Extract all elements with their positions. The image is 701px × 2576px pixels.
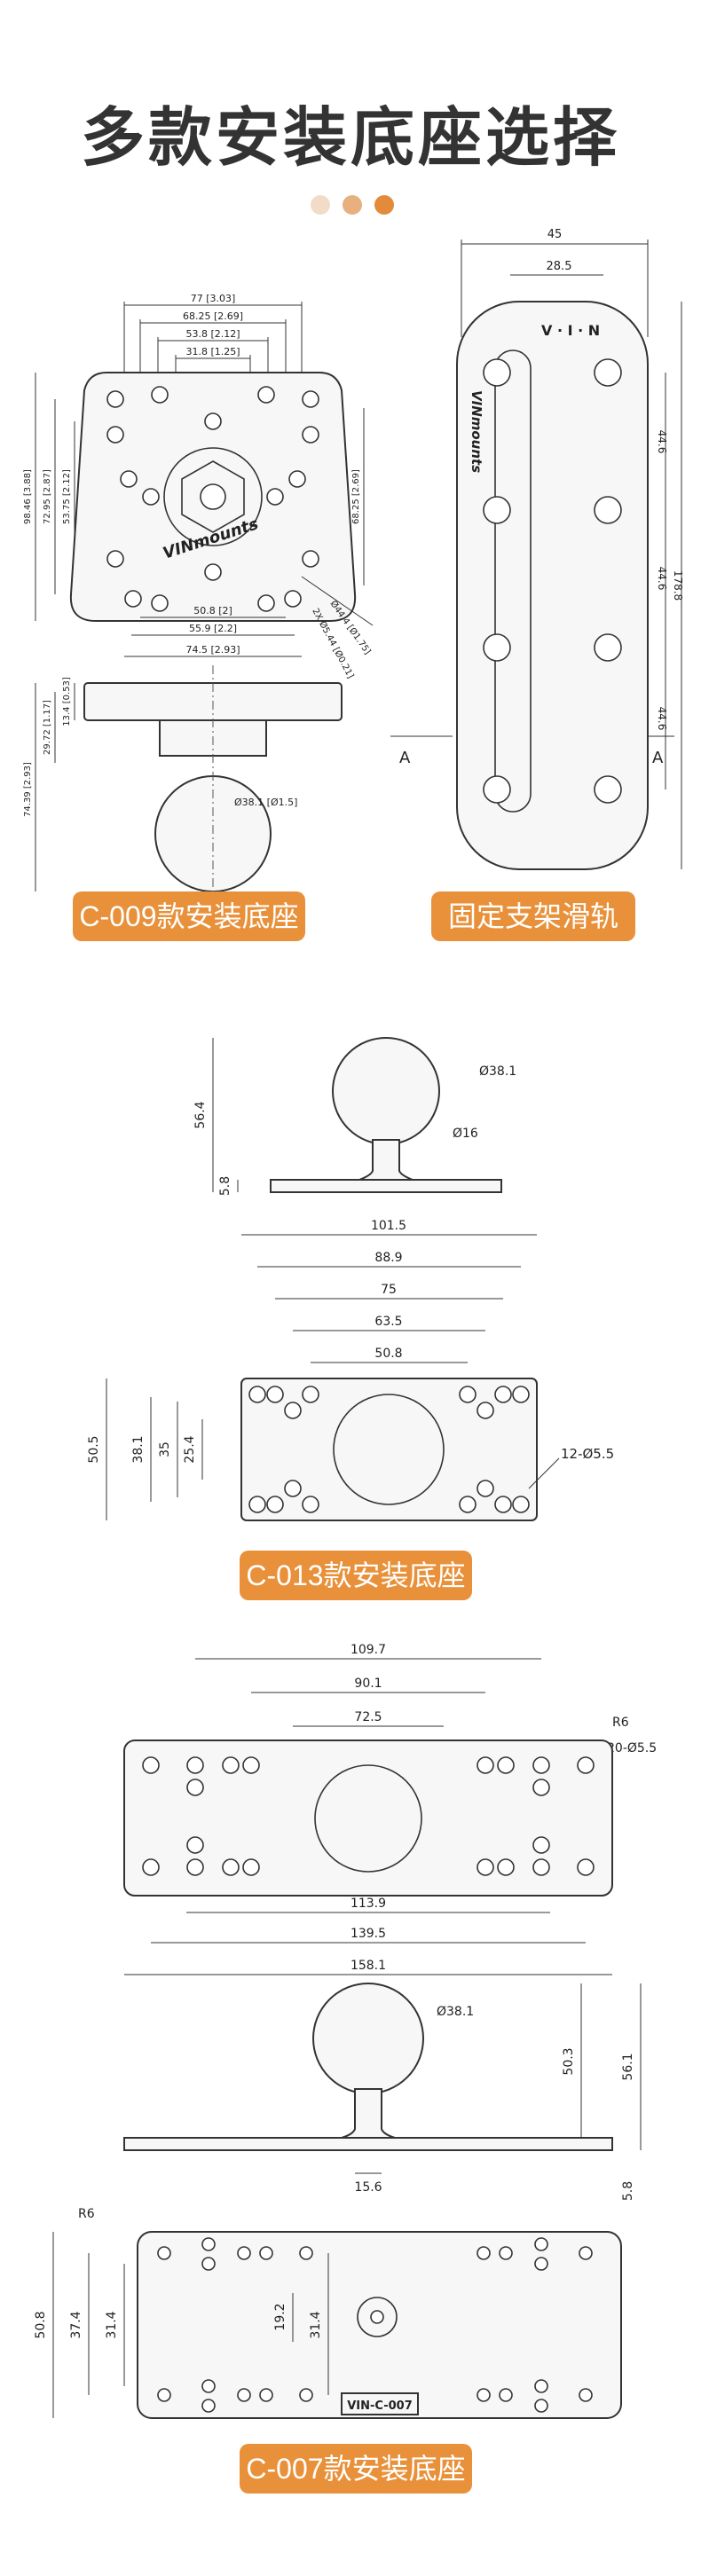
c007-bottom-holes bbox=[157, 2237, 593, 2413]
rail-badge: 固定支架滑轨 bbox=[431, 891, 635, 941]
rail-slot bbox=[494, 349, 532, 813]
c007-stem bbox=[341, 2088, 396, 2139]
dim-72-95: 72.95 [2.87] bbox=[43, 469, 52, 524]
c013-dim-12-holes: 12-Ø5.5 bbox=[561, 1446, 614, 1462]
c007-dim-37-4: 37.4 bbox=[69, 2311, 83, 2338]
c007-dim-31-4-right: 31.4 bbox=[309, 2311, 323, 2338]
c013-dim-75: 75 bbox=[381, 1283, 397, 1297]
c013-stem bbox=[358, 1139, 414, 1181]
c013-dim-38-1: Ø38.1 bbox=[479, 1064, 516, 1079]
dim-53-75: 53.75 [2.12] bbox=[62, 469, 72, 524]
c007-dim-109-7: 109.7 bbox=[350, 1643, 386, 1657]
rail-dim-44-6-a: 44.6 bbox=[656, 430, 668, 454]
c007-dim-r6: R6 bbox=[612, 1716, 629, 1730]
accent-dot-light bbox=[311, 195, 330, 215]
dim-13-4: 13.4 [0.53] bbox=[62, 677, 72, 726]
dim-50-8: 50.8 [2] bbox=[193, 605, 232, 617]
dim-68-25-right: 68.25 [2.69] bbox=[351, 469, 361, 524]
page-title: 多款安装底座选择 bbox=[80, 100, 620, 175]
c007-drawing: 109.7 90.1 72.5 R6 20-Ø5.5 113.9 139.5 1… bbox=[34, 1643, 657, 2419]
c007-dim-ball: Ø38.1 bbox=[437, 2005, 474, 2019]
c013-side-plate bbox=[270, 1179, 502, 1193]
c013-ball bbox=[332, 1037, 440, 1145]
c013-dim-16: Ø16 bbox=[453, 1127, 478, 1141]
rail-drawing: 45 28.5 V · I · N VINmounts 44.6 44.6 44… bbox=[390, 228, 683, 870]
dim-68-25-top: 68.25 [2.69] bbox=[183, 310, 243, 322]
rail-dim-44-6-b: 44.6 bbox=[656, 567, 668, 591]
c009-badge: C-009款安装底座 bbox=[73, 891, 305, 941]
accent-dots bbox=[311, 195, 399, 216]
c007-holes bbox=[142, 1756, 595, 1876]
c007-ball bbox=[312, 1983, 424, 2094]
c007-dim-19-2: 19.2 bbox=[273, 2303, 287, 2330]
rail-dim-178-8: 178.8 bbox=[672, 570, 683, 601]
c013-dim-88-9: 88.9 bbox=[374, 1251, 402, 1265]
c007-top-dims: 109.7 90.1 72.5 R6 20-Ø5.5 bbox=[195, 1643, 657, 1755]
c013-holes bbox=[248, 1386, 530, 1513]
c009-hex-nut bbox=[181, 460, 245, 533]
c013-dim-5-8: 5.8 bbox=[218, 1176, 232, 1196]
c013-dim-38-1-v: 38.1 bbox=[131, 1435, 146, 1463]
c007-stamp: VIN-C-007 bbox=[347, 2399, 413, 2413]
rail-section-right: A bbox=[652, 749, 664, 767]
dim-77: 77 [3.03] bbox=[191, 293, 236, 304]
c007-plate bbox=[123, 1740, 613, 1897]
c007-center-mark bbox=[357, 2297, 398, 2337]
c013-dim-25-4: 25.4 bbox=[183, 1435, 197, 1463]
c007-dim-90-1: 90.1 bbox=[354, 1677, 382, 1691]
c009-drawing: 77 [3.03] 68.25 [2.69] 53.8 [2.12] 31.8 … bbox=[23, 293, 373, 905]
c013-dim-63-5: 63.5 bbox=[374, 1315, 402, 1329]
rail-section-left: A bbox=[399, 749, 411, 767]
c013-plate bbox=[240, 1378, 538, 1521]
c009-ball-seat bbox=[163, 447, 263, 546]
c007-dim-56-1: 56.1 bbox=[621, 2053, 635, 2080]
dim-98-46: 98.46 [3.88] bbox=[23, 469, 33, 524]
dim-74-5: 74.5 [2.93] bbox=[185, 644, 240, 656]
c007-dim-r6-bottom: R6 bbox=[78, 2207, 95, 2221]
dim-53-8: 53.8 [2.12] bbox=[185, 328, 240, 340]
c007-dim-50-8: 50.8 bbox=[34, 2311, 48, 2338]
c013-dim-35: 35 bbox=[158, 1441, 172, 1457]
c007-dim-15-6: 15.6 bbox=[354, 2180, 382, 2195]
c013-drawing: 56.4 5.8 Ø38.1 Ø16 101.5 88.9 75 63.5 50… bbox=[87, 1037, 614, 1521]
rail-dim-28-5: 28.5 bbox=[547, 260, 572, 273]
c013-center-circle bbox=[333, 1394, 445, 1505]
c007-stamp-box bbox=[341, 2392, 419, 2415]
dim-31-8: 31.8 [1.25] bbox=[185, 346, 240, 357]
c013-dim-56-4: 56.4 bbox=[193, 1101, 208, 1128]
c007-dim-113-9: 113.9 bbox=[350, 1897, 386, 1911]
c007-dim-72-5: 72.5 bbox=[354, 1710, 382, 1724]
c007-badge: C-007款安装底座 bbox=[240, 2444, 472, 2494]
dim-29-72: 29.72 [1.17] bbox=[43, 700, 52, 755]
c007-center-circle bbox=[314, 1764, 422, 1873]
rail-dim-44-6-c: 44.6 bbox=[656, 707, 668, 731]
rail-logo: V · I · N bbox=[541, 322, 600, 339]
accent-dot-dark bbox=[374, 195, 394, 215]
rail-holes bbox=[483, 358, 622, 804]
c013-badge: C-013款安装底座 bbox=[240, 1551, 472, 1600]
c013-top-dims: 101.5 88.9 75 63.5 50.8 bbox=[241, 1219, 537, 1363]
c007-dim-20-holes: 20-Ø5.5 bbox=[607, 1741, 657, 1755]
accent-dot-mid bbox=[343, 195, 362, 215]
c009-holes bbox=[106, 386, 319, 612]
c007-side-plate bbox=[123, 2137, 613, 2151]
c007-dim-139-5: 139.5 bbox=[350, 1927, 386, 1941]
dim-74-39: 74.39 [2.93] bbox=[23, 762, 33, 817]
c007-dim-5-8: 5.8 bbox=[621, 2181, 635, 2201]
rail-body bbox=[456, 301, 649, 870]
rail-brand: VINmounts bbox=[469, 390, 484, 473]
c013-dim-101-5: 101.5 bbox=[371, 1219, 406, 1233]
c007-dim-31-4-left: 31.4 bbox=[105, 2311, 119, 2338]
c007-dim-158-1: 158.1 bbox=[350, 1959, 386, 1973]
rail-dim-45: 45 bbox=[547, 228, 563, 241]
dim-ball-38-1: Ø38.1 [Ø1.5] bbox=[234, 797, 297, 808]
dim-55-9: 55.9 [2.2] bbox=[189, 623, 237, 634]
c007-dim-50-3: 50.3 bbox=[562, 2047, 576, 2075]
c013-dim-50-5: 50.5 bbox=[87, 1435, 101, 1463]
c013-dim-50-8: 50.8 bbox=[374, 1347, 402, 1361]
c007-bottom-plate bbox=[137, 2231, 622, 2419]
